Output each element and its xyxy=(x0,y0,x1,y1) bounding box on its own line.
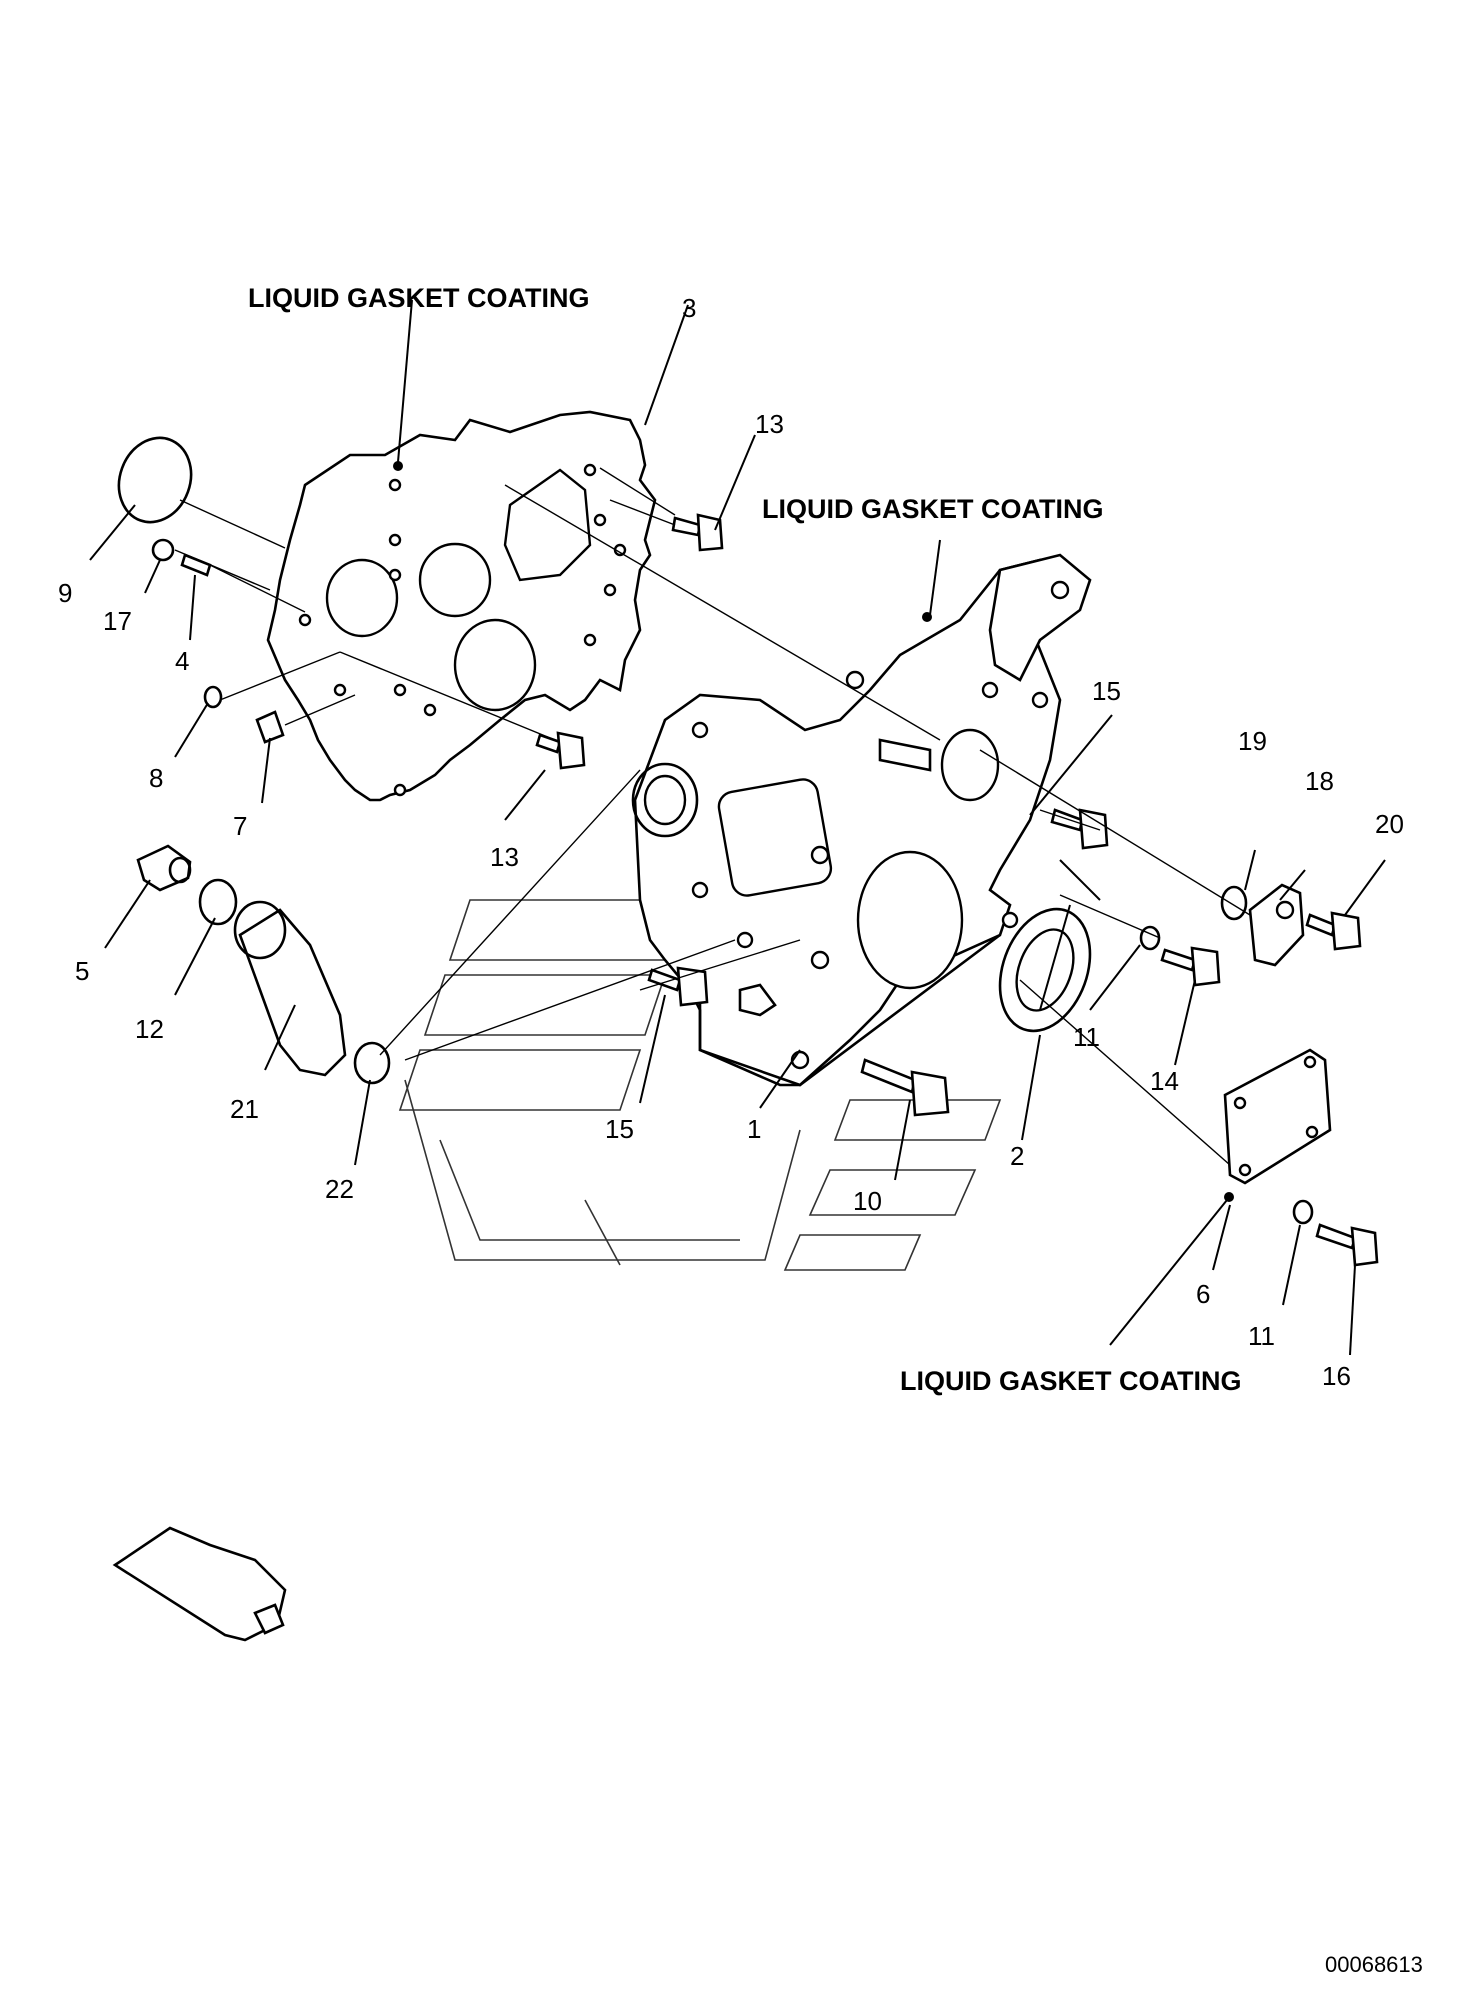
callout-1: 1 xyxy=(747,1114,761,1144)
callout-19: 19 xyxy=(1238,726,1267,756)
callout-7: 7 xyxy=(233,811,247,841)
oring-8 xyxy=(203,685,223,709)
bolt-13-lower xyxy=(535,731,586,770)
callout-14: 14 xyxy=(1150,1066,1179,1096)
cover-plate-6 xyxy=(1223,1048,1332,1202)
oring-22 xyxy=(353,1041,391,1085)
oring-19 xyxy=(1220,885,1248,921)
callout-5: 5 xyxy=(75,956,89,986)
gasket-coating-note-mid: LIQUID GASKET COATING xyxy=(762,494,1104,524)
callout-13-lower: 13 xyxy=(490,842,519,872)
callout-9: 9 xyxy=(58,578,72,608)
nut-17 xyxy=(151,538,175,562)
bolt-14 xyxy=(1160,946,1221,987)
stud-4 xyxy=(180,553,212,577)
callout-11-upper: 11 xyxy=(1073,1022,1100,1052)
cover-18 xyxy=(1248,883,1305,967)
washer-11-lower xyxy=(1292,1199,1314,1225)
gasket-plate-part xyxy=(266,410,657,802)
callout-8: 8 xyxy=(149,763,163,793)
gasket-coating-note-top: LIQUID GASKET COATING xyxy=(248,283,590,313)
callout-22: 22 xyxy=(325,1174,354,1204)
callout-6: 6 xyxy=(1196,1279,1210,1309)
oring-12 xyxy=(198,878,238,926)
bolt-15-lower xyxy=(647,966,709,1007)
callout-13-upper: 13 xyxy=(755,409,784,439)
callout-12: 12 xyxy=(135,1014,164,1044)
oring-9 xyxy=(117,436,193,524)
plug-5 xyxy=(136,844,192,892)
callout-2: 2 xyxy=(1010,1141,1024,1171)
sealant-tube-icon xyxy=(112,1526,287,1642)
callout-11-lower: 11 xyxy=(1248,1321,1275,1351)
document-id: 00068613 xyxy=(1325,1952,1423,1977)
bolt-20 xyxy=(1305,911,1362,951)
gasket-coating-note-bottom: LIQUID GASKET COATING xyxy=(900,1366,1242,1396)
callout-3: 3 xyxy=(682,293,696,323)
callout-21: 21 xyxy=(230,1094,259,1124)
callout-4: 4 xyxy=(175,646,189,676)
timing-case-part xyxy=(631,553,1092,1087)
sleeve-21 xyxy=(233,900,347,1077)
bolt-13-upper xyxy=(671,513,724,552)
dowel-7 xyxy=(255,710,285,744)
watermark-logo xyxy=(398,899,1002,1271)
callout-17: 17 xyxy=(103,606,132,636)
bolt-10 xyxy=(860,1058,950,1117)
leader-lines xyxy=(89,299,1386,1356)
callout-15-lower: 15 xyxy=(605,1114,634,1144)
bolt-15-upper xyxy=(1050,808,1109,850)
callout-10: 10 xyxy=(853,1186,882,1216)
callout-20: 20 xyxy=(1375,809,1404,839)
callout-16: 16 xyxy=(1322,1361,1351,1391)
callout-18: 18 xyxy=(1305,766,1334,796)
bolt-16 xyxy=(1315,1223,1379,1267)
callout-15-upper: 15 xyxy=(1092,676,1121,706)
